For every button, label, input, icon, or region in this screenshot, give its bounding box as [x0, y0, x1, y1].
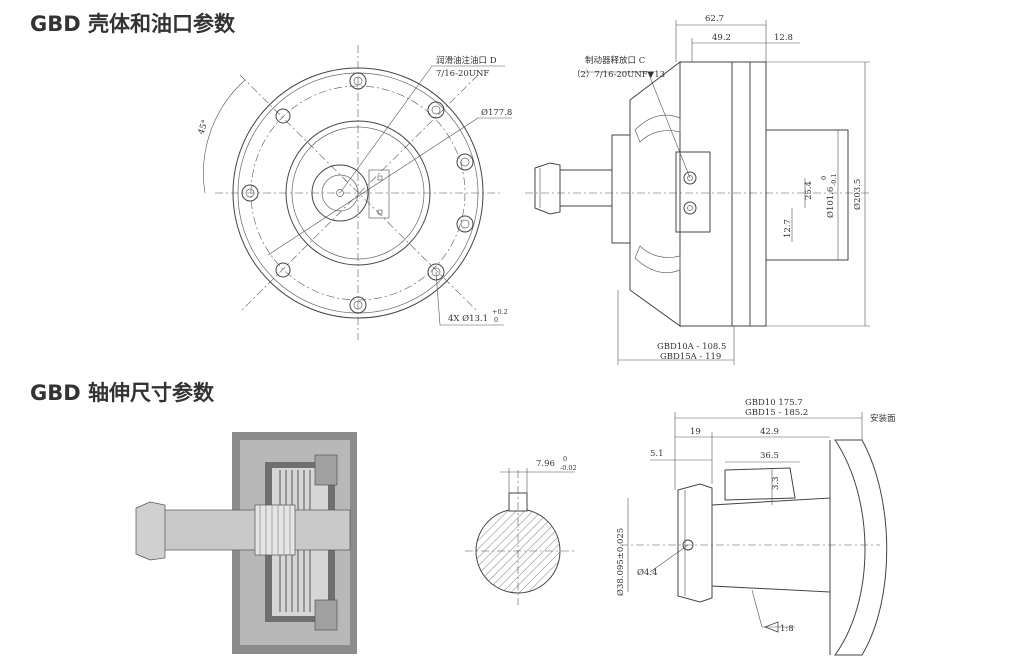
pilot-face	[765, 129, 849, 261]
lube-port-name: 润滑油注油口 D	[436, 55, 497, 66]
dim-body: Ø203.5	[852, 179, 863, 210]
mount-face-label: 安装面	[870, 413, 896, 424]
shaft-cross-section: 7.96 0 -0.02	[465, 455, 577, 605]
shaft-key	[724, 467, 796, 501]
len-gbd15: GBD15A - 119	[660, 352, 721, 362]
brake-port-name: 制动器释放口 C	[585, 55, 645, 66]
shaft-section-title: GBD 轴伸尺寸参数	[30, 381, 214, 405]
svg-text:-0.1: -0.1	[830, 173, 838, 186]
taper-label: 1:8	[780, 624, 794, 634]
tapered-shaft	[711, 497, 831, 593]
angle-label: 45°	[196, 118, 211, 136]
key-width: 7.96	[536, 459, 555, 469]
angle-dimension-arc	[203, 79, 246, 194]
brake-port-block	[675, 151, 711, 233]
housing-section-title: GBD 壳体和油口参数	[30, 12, 235, 36]
brake-port-spec: （2）7/16-20UNF▼13	[572, 69, 665, 80]
len-gbd10: GBD10A - 108.5	[657, 342, 726, 352]
dim-pilot: Ø101.6	[825, 187, 836, 218]
svg-text:0: 0	[563, 455, 567, 463]
shaft-len-gbd10: GBD10 175.7	[745, 398, 803, 408]
svg-text:+0.2: +0.2	[492, 308, 508, 316]
housing-body	[629, 60, 681, 327]
dim-mid: 49.2	[712, 33, 731, 43]
svg-text:-0.02: -0.02	[560, 464, 577, 472]
svg-text:0: 0	[494, 316, 498, 324]
dim-19: 19	[690, 427, 701, 437]
mounting-flange	[834, 439, 888, 656]
nameplate	[368, 169, 390, 219]
shaft-len-gbd15: GBD15 - 185.2	[745, 408, 808, 418]
dim-36-5: 36.5	[760, 451, 779, 461]
dim-3-3: 3.3	[771, 476, 781, 490]
shaft-render	[149, 509, 351, 551]
shaft-nut	[534, 162, 561, 215]
dim-5-1: 5.1	[650, 449, 664, 459]
shaft-side-view: GBD10 175.7 GBD15 - 185.2 安装面 19 42.9 5.…	[615, 398, 896, 656]
lube-port-spec: 7/16-20UNF	[436, 69, 489, 79]
shaft-stub	[559, 169, 613, 207]
dim-ports: 25.4	[804, 181, 814, 200]
dim-42-9: 42.9	[760, 427, 779, 437]
pcd-label: Ø177.8	[481, 107, 512, 118]
mounting-holes	[241, 72, 474, 314]
dim-shaft-dia: Ø38.095±0.025	[615, 528, 626, 596]
dim-small: 12.8	[774, 33, 793, 43]
dim-offset: 12.7	[783, 219, 793, 238]
housing-side-view: 62.7 49.2 12.8 制动器释放口 C （2）7/16-20UNF▼13…	[525, 14, 870, 365]
svg-text:0: 0	[820, 176, 828, 180]
cutaway-render	[135, 432, 357, 654]
dim-overall: 62.7	[705, 14, 724, 24]
hole-callout: 4X Ø13.1	[448, 313, 488, 324]
dim-hole: Ø4.4	[637, 567, 658, 578]
shaft-end-nut	[677, 483, 713, 603]
bolt-circle	[250, 85, 466, 301]
housing-front-view: 45° 润滑油注油口 D 7/16-20UNF Ø177.8 4X Ø13.1 …	[196, 45, 512, 340]
